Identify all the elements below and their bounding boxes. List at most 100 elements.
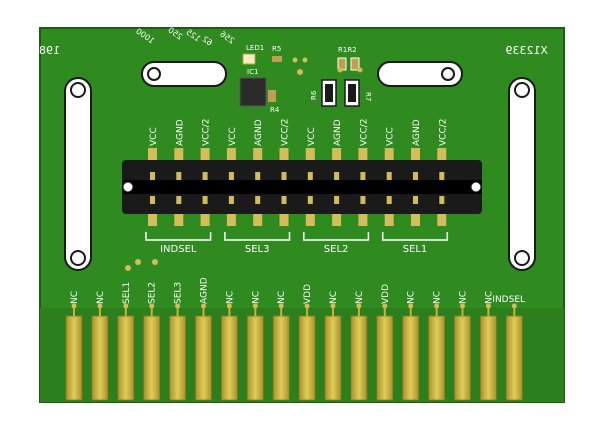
resistor-r5: R5 [272,45,282,62]
header-pin-inner [202,196,208,204]
header-pin-top [226,148,236,160]
ic1-label: IC1 [247,68,258,76]
edge-via [408,303,414,309]
edge-contact [350,315,368,401]
edge-contact [195,315,212,401]
mirrored-code: 198LP1 [19,44,60,57]
header-pin-bottom [305,214,315,226]
r5-label: R5 [272,45,281,53]
resistor-r7: R7 [344,79,372,107]
edge-pin-label: NC [277,291,287,304]
edge-via [460,303,465,309]
edge-contact [91,315,109,401]
header-top-label: AGND [333,119,343,146]
edge-contact [324,315,342,401]
edge-pin-label: SEL3 [174,282,184,304]
header-center-bar [122,180,482,194]
left-mounting-slot [64,77,92,271]
header-pin-inner [150,196,155,204]
header-pin-bottom [437,214,447,226]
header-pin-bottom [174,214,184,226]
group-label-sel3: SEL3 [245,244,270,255]
edge-via [485,303,491,309]
header-pin-inner [228,196,234,204]
header-pin-inner [386,172,392,180]
edge-pin-label: NC [459,291,469,304]
edge-via [434,303,440,309]
group-bracket [303,232,370,241]
header-pin-inner [176,172,182,180]
edge-pin-label: INDSEL [492,295,525,305]
header-pin-inner [202,172,208,180]
edge-pin-label: VDD [381,284,391,304]
edge-contact [376,315,394,401]
r7-label: R7 [364,92,372,101]
edge-via [382,303,388,309]
header-mount-hole-right [470,181,482,193]
edge-contact [169,315,187,401]
edge-via [149,303,155,309]
edge-contact [479,315,497,401]
header-top-label: VCC/2 [359,119,369,146]
header-pin-inner [386,196,392,204]
resistor-r4: R4 [268,90,280,114]
edge-pin-label: NC [484,291,494,304]
header-pin-inner [281,172,287,180]
edge-contact [298,315,316,401]
edge-via [175,303,181,309]
edge-via [330,303,336,309]
edge-contact [220,315,238,401]
header-pin-bottom [332,214,342,226]
header-pin-top [332,148,342,160]
header-pin-bottom [358,214,368,226]
header-pin-inner [334,172,340,180]
header-pin-top [253,148,263,160]
r1r2-label: R1R2 [338,46,357,54]
edge-via [97,303,103,309]
header-pin-inner [413,196,418,204]
header-pin-inner [439,172,445,180]
edge-contact [65,315,83,401]
header-pin-top [437,148,447,160]
header-pin-inner [176,196,182,204]
header-mount-hole-left [122,181,134,193]
header-pin-inner [307,172,313,180]
edge-pin-label: NC [96,291,106,304]
header-pin-top [384,148,394,160]
r6-label: R6 [310,90,318,100]
header-pin-bottom [226,214,236,226]
edge-pin-label: NC [251,291,261,304]
edge-contact [454,315,471,401]
header-top-label: VCC [149,127,159,146]
header-pin-inner [255,196,261,204]
header-pin-inner [334,196,340,204]
header-pin-bottom [148,214,157,226]
header-pin-top [279,148,289,160]
edge-via [123,303,129,309]
header-top-label: AGND [254,119,264,146]
header-top-label: VCC [307,127,317,146]
header-pin-top [305,148,315,160]
edge-pin-label: NC [433,291,443,304]
header-pin-inner [255,172,261,180]
header-pin-bottom [384,214,394,226]
edge-via [356,303,362,309]
edge-via [201,303,206,309]
edge-pin-label: NC [70,291,80,304]
top-right-slot [377,61,463,87]
header-pin-bottom [279,214,289,226]
ic1-chip: IC1 [239,68,267,107]
edge-via [252,303,258,309]
edge-contact [246,315,264,401]
led1: LED1 [242,44,264,65]
header-pin-inner [439,196,445,204]
led1-label: LED1 [246,44,264,52]
edge-contact [272,315,290,401]
group-label-sel1: SEL1 [403,244,428,255]
edge-contact [117,315,135,401]
edge-pin-label: SEL1 [122,282,132,304]
header-pin-bottom [253,214,263,226]
